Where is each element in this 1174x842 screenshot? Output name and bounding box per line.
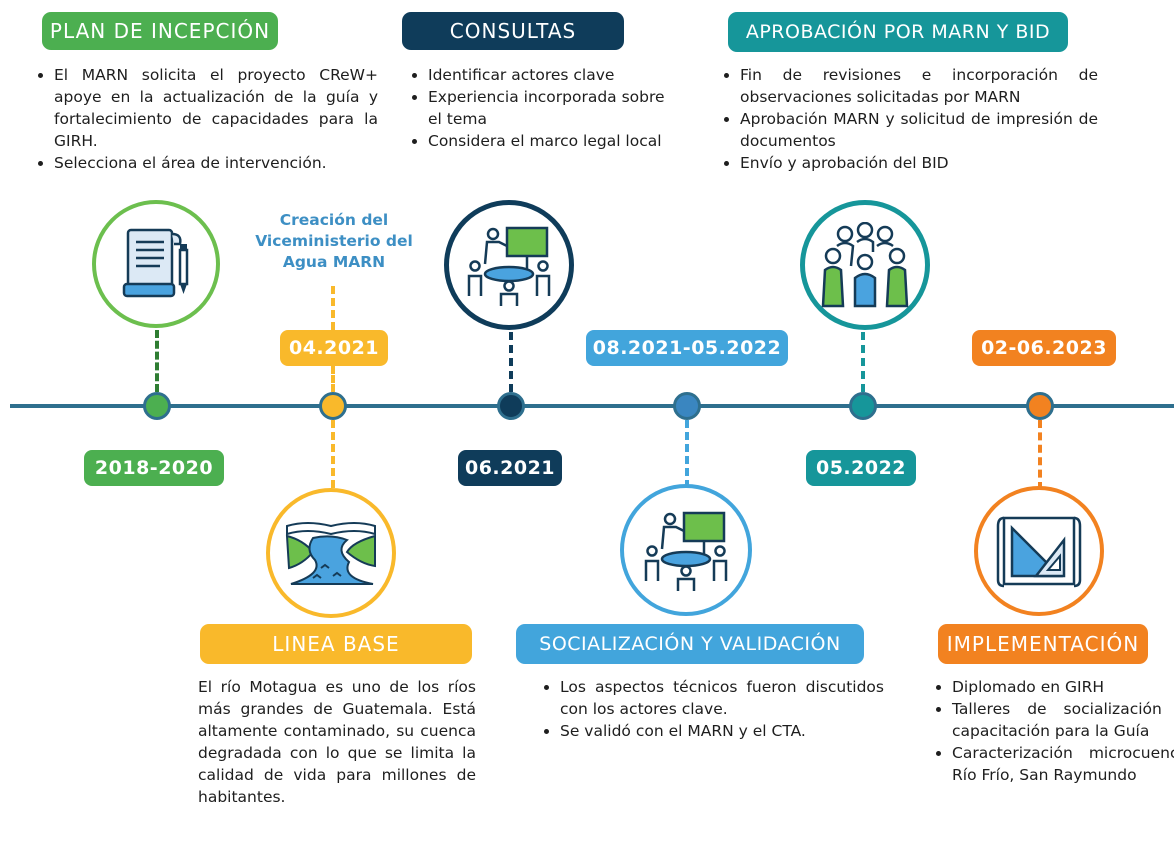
consultas-connector <box>509 332 513 392</box>
creation-note-line-1: Creación del <box>279 211 389 229</box>
creation-note: Creación del Viceministerio del Agua MAR… <box>236 210 432 273</box>
socializacion-title-badge: SOCIALIZACIÓN Y VALIDACIÓN <box>516 624 864 664</box>
date-badge-6: 02-06.2023 <box>972 330 1116 366</box>
socializacion-item-1: Los aspectos técnicos fueron discutidos … <box>560 676 884 720</box>
socializacion-connector <box>685 420 689 488</box>
implementacion-icon-circle <box>974 486 1104 616</box>
date-badge-2: 04.2021 <box>280 330 388 366</box>
implementacion-connector <box>1038 420 1042 490</box>
base-connector <box>331 420 335 488</box>
aprobacion-title-badge: APROBACIÓN POR MARN Y BID <box>728 12 1068 52</box>
base-title: LINEA BASE <box>272 632 400 656</box>
implementacion-title-badge: IMPLEMENTACIÓN <box>938 624 1148 664</box>
consultas-title-badge: CONSULTAS <box>402 12 624 50</box>
date-badge-1: 2018-2020 <box>84 450 224 486</box>
timeline-dot-1 <box>143 392 171 420</box>
timeline-dot-5 <box>849 392 877 420</box>
date-badge-5: 05.2022 <box>806 450 916 486</box>
date-badge-4: 08.2021-05.2022 <box>586 330 788 366</box>
meeting-presentation-icon <box>644 511 728 591</box>
plan-icon-circle <box>92 200 220 328</box>
consultas-item-3: Considera el marco legal local <box>428 130 678 152</box>
consultas-item-1: Identificar actores clave <box>428 64 678 86</box>
socializacion-icon-circle <box>620 484 752 616</box>
meeting-presentation-icon <box>467 226 551 306</box>
socializacion-list: Los aspectos técnicos fueron discutidos … <box>534 676 884 742</box>
consultas-title: CONSULTAS <box>449 19 577 43</box>
aprobacion-icon-circle <box>800 200 930 330</box>
implementacion-title: IMPLEMENTACIÓN <box>946 632 1140 656</box>
date-label-1: 2018-2020 <box>94 457 214 479</box>
timeline-dot-4 <box>673 392 701 420</box>
aprobacion-item-1: Fin de revisiones e incorporación de obs… <box>740 64 1098 108</box>
document-pen-icon <box>122 228 189 298</box>
plan-item-2: Selecciona el área de intervención. <box>54 152 378 174</box>
socializacion-title: SOCIALIZACIÓN Y VALIDACIÓN <box>539 633 841 655</box>
plan-title: PLAN DE INCEPCIÓN <box>49 19 271 43</box>
timeline-line <box>10 404 1174 408</box>
plan-connector <box>155 330 159 392</box>
blueprint-icon <box>996 516 1082 588</box>
creation-note-line-2: Viceministerio del <box>255 232 413 250</box>
base-text: El río Motagua es uno de los ríos más gr… <box>198 678 476 806</box>
plan-item-1: El MARN solicita el proyecto CReW+ apoye… <box>54 64 378 152</box>
implementacion-item-2: Talleres de socialización y capacitación… <box>952 698 1174 742</box>
timeline-dot-6 <box>1026 392 1054 420</box>
people-group-icon <box>821 222 909 308</box>
plan-list: El MARN solicita el proyecto CReW+ apoye… <box>28 64 378 174</box>
date-label-6: 02-06.2023 <box>981 337 1107 359</box>
socializacion-item-2: Se validó con el MARN y el CTA. <box>560 720 884 742</box>
aprobacion-connector <box>861 332 865 392</box>
base-icon-circle <box>266 488 396 618</box>
river-landscape-icon <box>285 522 376 585</box>
aprobacion-item-2: Aprobación MARN y solicitud de impresión… <box>740 108 1098 152</box>
implementacion-item-3: Caracterización microcuenca Río Frío, Sa… <box>952 742 1174 786</box>
date-label-4: 08.2021-05.2022 <box>592 337 782 359</box>
timeline-dot-2 <box>319 392 347 420</box>
timeline-dot-3 <box>497 392 525 420</box>
plan-title-badge: PLAN DE INCEPCIÓN <box>42 12 278 50</box>
date-label-5: 05.2022 <box>815 457 907 479</box>
implementacion-item-1: Diplomado en GIRH <box>952 676 1174 698</box>
consultas-list: Identificar actores clave Experiencia in… <box>402 64 678 152</box>
date-badge-3: 06.2021 <box>458 450 562 486</box>
creation-connector-lower <box>331 366 335 392</box>
date-label-2: 04.2021 <box>288 337 380 359</box>
aprobacion-list: Fin de revisiones e incorporación de obs… <box>714 64 1098 174</box>
creation-note-line-3: Agua MARN <box>282 253 386 271</box>
date-label-3: 06.2021 <box>464 457 556 479</box>
implementacion-list: Diplomado en GIRH Talleres de socializac… <box>926 676 1174 786</box>
base-title-badge: LINEA BASE <box>200 624 472 664</box>
creation-connector <box>331 286 335 330</box>
aprobacion-item-3: Envío y aprobación del BID <box>740 152 1098 174</box>
aprobacion-title: APROBACIÓN POR MARN Y BID <box>745 21 1051 43</box>
consultas-item-2: Experiencia incorporada sobre el tema <box>428 86 678 130</box>
consultas-icon-circle <box>444 200 574 330</box>
